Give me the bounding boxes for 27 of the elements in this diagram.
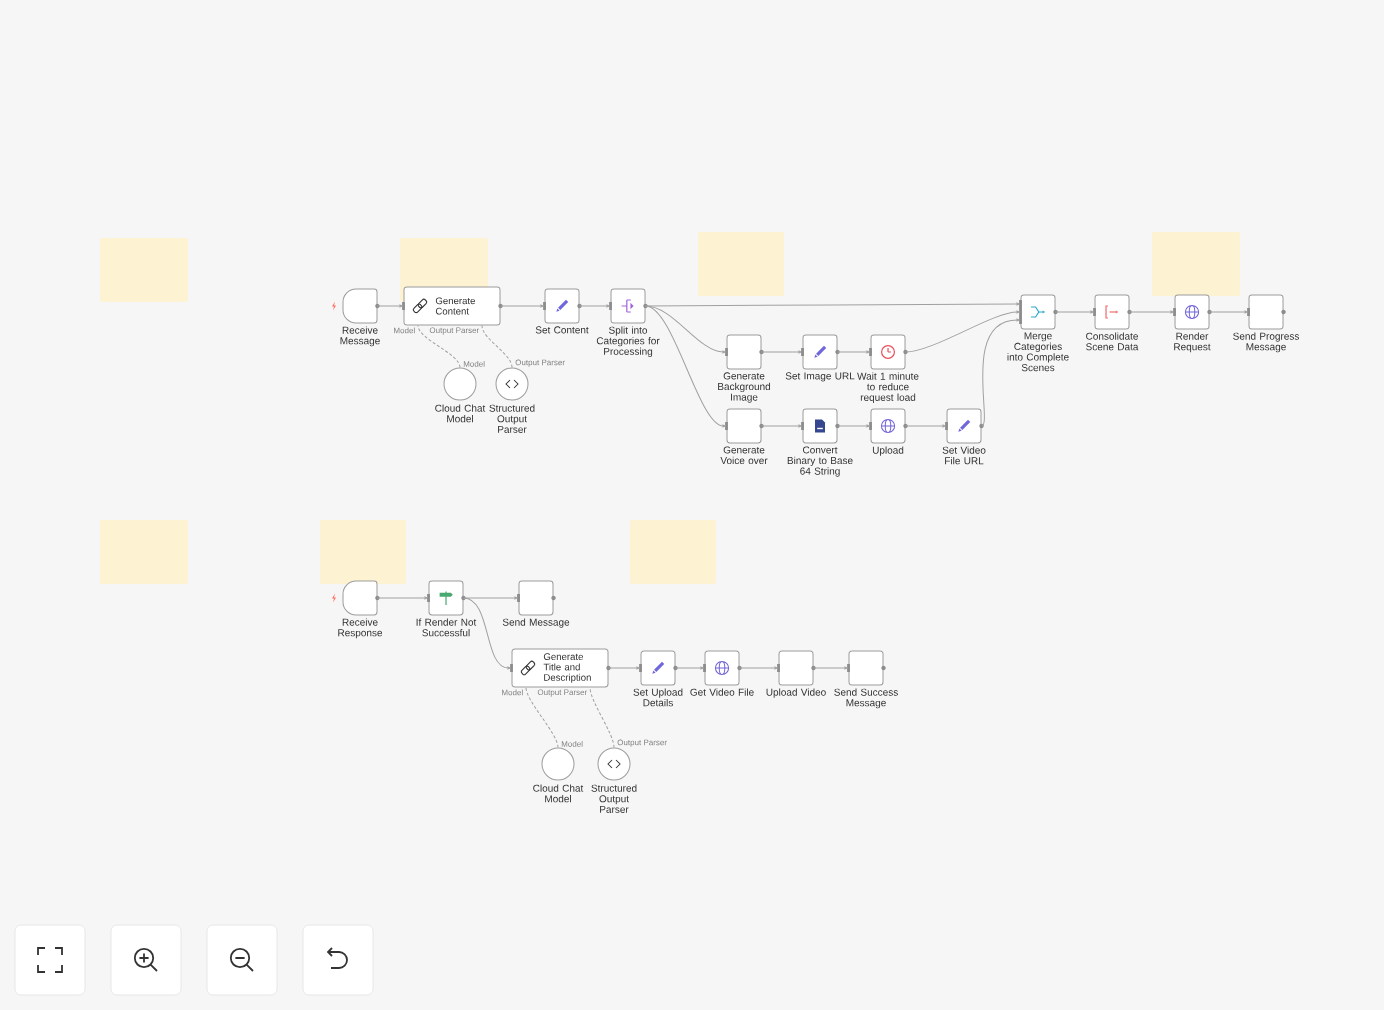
arrow xyxy=(761,350,802,354)
arrow xyxy=(837,350,870,354)
arrow xyxy=(813,666,848,670)
arrow xyxy=(376,304,403,308)
connector-line xyxy=(417,325,461,368)
arrow xyxy=(463,596,518,600)
arrow xyxy=(645,302,1020,307)
arrow xyxy=(1129,310,1174,314)
arrow xyxy=(905,310,1020,353)
arrow xyxy=(500,304,544,308)
arrow xyxy=(675,666,704,670)
arrow xyxy=(739,666,778,670)
arrow xyxy=(837,424,870,428)
arrow xyxy=(579,304,610,308)
arrow xyxy=(761,424,802,428)
connector-line xyxy=(589,687,615,748)
arrow xyxy=(1209,310,1248,314)
arrow xyxy=(608,666,640,670)
arrow xyxy=(376,596,428,600)
connector-line xyxy=(481,325,513,368)
arrow xyxy=(645,305,726,354)
arrow xyxy=(905,424,946,428)
arrow xyxy=(463,597,511,670)
arrow xyxy=(645,305,726,428)
arrow xyxy=(981,318,1020,427)
arrow xyxy=(1055,310,1094,314)
connector-line xyxy=(525,687,559,748)
